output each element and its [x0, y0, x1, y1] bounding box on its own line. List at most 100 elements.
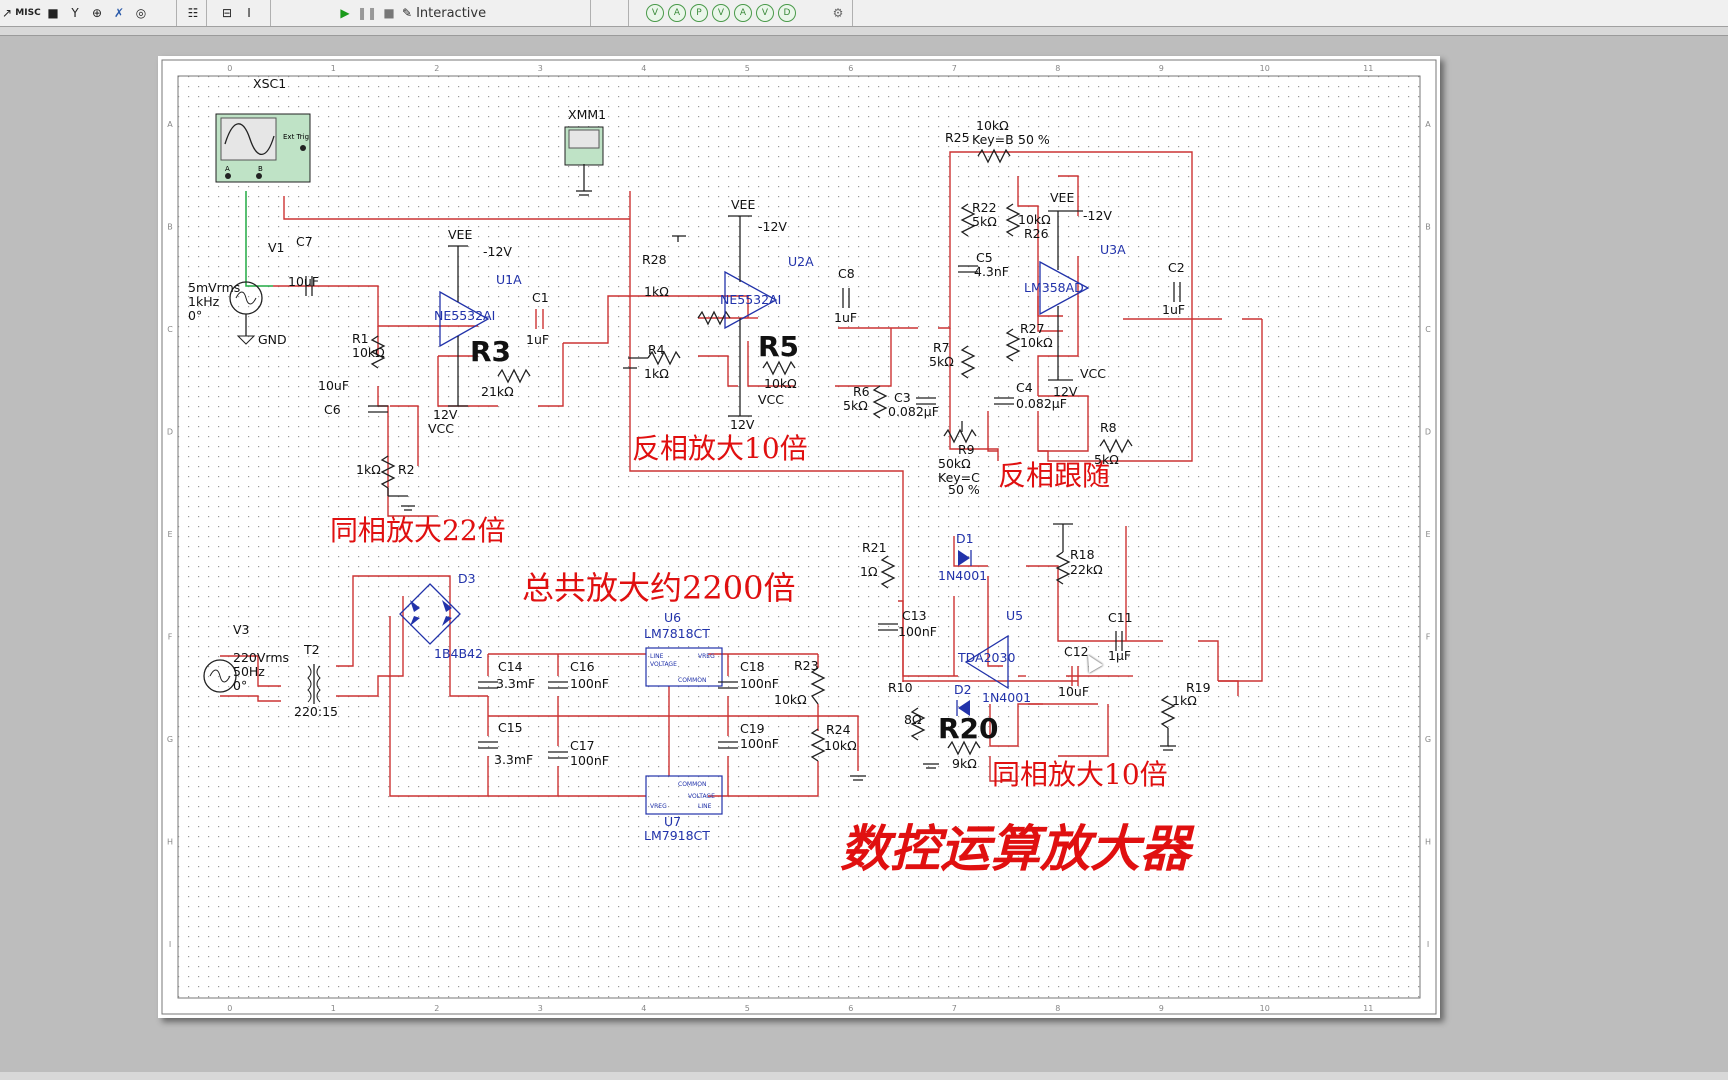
probe-d-icon[interactable]: D	[778, 4, 796, 22]
opamp-u2a[interactable]: NE5532AI U2A VEE -12V 12V VCC	[720, 197, 814, 432]
svg-text:C2: C2	[1168, 260, 1185, 275]
pause-icon[interactable]: ❚❚	[356, 6, 378, 20]
capacitor-c19[interactable]: C19 100nF	[718, 721, 779, 751]
ac-source-v1[interactable]: V1 5mVrms 1kHz 0° GND	[188, 240, 287, 347]
column-tick: 2	[434, 1004, 439, 1013]
regulator-u7[interactable]: COMMON VOLTAGE VREG LINE U7 LM7918CT	[644, 775, 723, 843]
ladder-icon[interactable]: ☷	[187, 6, 199, 20]
run-icon[interactable]: ▶	[340, 6, 350, 20]
svg-text:1uF: 1uF	[526, 332, 549, 347]
svg-text:9kΩ: 9kΩ	[952, 756, 977, 771]
misc-icon[interactable]: MISC	[15, 8, 41, 18]
arrow-icon[interactable]: ↗	[1, 6, 13, 20]
step-icon[interactable]: Ⅰ	[247, 6, 251, 20]
capacitor-c4[interactable]: C4 0.082µF	[994, 380, 1067, 411]
potentiometer-r9[interactable]: R9 50kΩ Key=C 50 %	[938, 421, 980, 497]
bridge-rectifier-d3[interactable]: D3 1B4B42	[399, 571, 483, 661]
resistor-r3[interactable]: R3 21kΩ	[470, 335, 531, 399]
capacitor-c2[interactable]: C2 1uF	[1162, 260, 1185, 317]
resistor-r18[interactable]: R18 22kΩ	[1053, 523, 1103, 585]
resistor-r10[interactable]: R10 8Ω	[888, 680, 939, 769]
wand-icon[interactable]: ✗	[113, 6, 125, 20]
capacitor-c13[interactable]: C13 100nF	[878, 608, 937, 639]
resistor-r20[interactable]: R20 9kΩ	[938, 712, 999, 771]
svg-text:R1: R1	[352, 331, 369, 346]
svg-text:C8: C8	[838, 266, 855, 281]
resistor-r22[interactable]: R22 5kΩ	[960, 200, 997, 237]
oscilloscope-xsc1[interactable]: XSC1 Ext Trig A B	[215, 76, 311, 183]
resistor-r8[interactable]: R8 5kΩ	[1094, 420, 1133, 467]
capacitor-c7[interactable]: C7 10uF	[288, 234, 319, 296]
probe-v-icon[interactable]: V	[646, 4, 664, 22]
transformer-t2[interactable]: T2 220:15	[294, 642, 338, 719]
resistor-r2[interactable]: 1kΩ R2	[356, 455, 415, 511]
opamp-u1a[interactable]: NE5532AI U1A VEE -12V 12V VCC	[428, 227, 522, 436]
diode-d2[interactable]: D2 1N4001	[954, 682, 1031, 716]
settings-gear-icon[interactable]: ⚙	[832, 6, 844, 20]
svg-text:-12V: -12V	[1083, 208, 1112, 223]
probe-a-icon[interactable]: A	[668, 4, 686, 22]
antenna-icon[interactable]: Y	[71, 6, 79, 20]
svg-text:R24: R24	[826, 722, 851, 737]
svg-text:D3: D3	[458, 571, 476, 586]
svg-text:LINE: LINE	[650, 653, 664, 660]
svg-text:1kΩ: 1kΩ	[1172, 693, 1197, 708]
svg-text:1kΩ: 1kΩ	[644, 366, 669, 381]
resistor-r26[interactable]: 10kΩ R26	[1005, 203, 1051, 241]
resistor-r1[interactable]: R1 10kΩ	[352, 331, 386, 369]
resistor-r7[interactable]: R7 5kΩ	[929, 340, 976, 379]
probe-v-icon[interactable]: V	[756, 4, 774, 22]
svg-text:C3: C3	[894, 390, 911, 405]
potentiometer-r25[interactable]: R25 10kΩ Key=B 50 %	[945, 118, 1050, 164]
resistor-r4[interactable]: R4 1kΩ	[623, 342, 681, 381]
svg-text:R2: R2	[398, 462, 415, 477]
probe-icon[interactable]: ◎	[135, 6, 147, 20]
capacitor-c11[interactable]: C11 1µF	[1108, 610, 1133, 663]
svg-text:C16: C16	[570, 659, 595, 674]
capacitor-c6[interactable]: 10uF C6	[318, 378, 388, 417]
svg-text:C6: C6	[324, 402, 341, 417]
capacitor-c12[interactable]: C12 10uF	[1058, 644, 1089, 699]
plug-icon[interactable]: ⊕	[91, 6, 103, 20]
resistor-r23[interactable]: R23 10kΩ	[774, 658, 826, 707]
stop-icon[interactable]: ■	[383, 6, 395, 20]
v1-phase: 0°	[188, 308, 202, 323]
resistor-r21[interactable]: R21 1Ω	[860, 540, 896, 589]
power-amp-u5[interactable]: TDA2030 U5	[957, 608, 1023, 690]
resistor-r28[interactable]: R28 1kΩ	[642, 235, 731, 326]
probe-a-icon[interactable]: A	[734, 4, 752, 22]
ac-source-v3[interactable]: V3 220Vrms 50Hz 0°	[203, 622, 289, 693]
probe-p-icon[interactable]: P	[690, 4, 708, 22]
capacitor-c3[interactable]: C3 0.082µF	[888, 390, 939, 419]
capacitor-c1[interactable]: C1 1uF	[526, 290, 549, 347]
resistor-r24[interactable]: R24 10kΩ	[810, 722, 866, 781]
capacitor-c5[interactable]: C5 4.3nF	[958, 250, 1009, 279]
diode-d1[interactable]: D1 1N4001	[938, 531, 987, 583]
resistor-r27[interactable]: R27 10kΩ	[1005, 321, 1053, 362]
opamp-u3a[interactable]: LM358AD U3A VEE -12V 12V VCC	[1024, 190, 1126, 399]
svg-text:100nF: 100nF	[740, 676, 779, 691]
capacitor-c18[interactable]: C18 100nF	[718, 659, 779, 691]
resistor-r5[interactable]: R5 10kΩ	[758, 330, 799, 391]
svg-text:VEE: VEE	[448, 227, 472, 242]
svg-text:1kΩ: 1kΩ	[644, 284, 669, 299]
probe-v-icon[interactable]: V	[712, 4, 730, 22]
svg-text:TDA2030: TDA2030	[957, 650, 1015, 665]
svg-text:C1: C1	[532, 290, 549, 305]
resistor-r19[interactable]: R19 1kΩ	[1160, 680, 1211, 751]
capacitor-c8[interactable]: C8 1uF	[834, 266, 857, 325]
multimeter-xmm1[interactable]: XMM1	[564, 107, 606, 196]
capacitor-c15[interactable]: C15 3.3mF	[478, 720, 533, 767]
regulator-u6[interactable]: U6 LM7818CT LINE VREG VOLTAGE COMMON	[644, 610, 723, 687]
capacitor-c14[interactable]: C14 3.3mF	[478, 659, 535, 691]
capacitor-c17[interactable]: C17 100nF	[548, 738, 609, 768]
resistor-r6[interactable]: R6 5kΩ	[843, 384, 888, 419]
svg-text:C19: C19	[740, 721, 765, 736]
svg-text:1Ω: 1Ω	[860, 564, 878, 579]
svg-text:VREG: VREG	[698, 653, 715, 660]
capacitor-c16[interactable]: C16 100nF	[548, 659, 609, 691]
hierarchy-icon[interactable]: ⊟	[221, 6, 233, 20]
monitor-icon[interactable]: ■	[47, 6, 59, 20]
interactive-mode-button[interactable]: ✎ Interactive	[402, 3, 486, 23]
